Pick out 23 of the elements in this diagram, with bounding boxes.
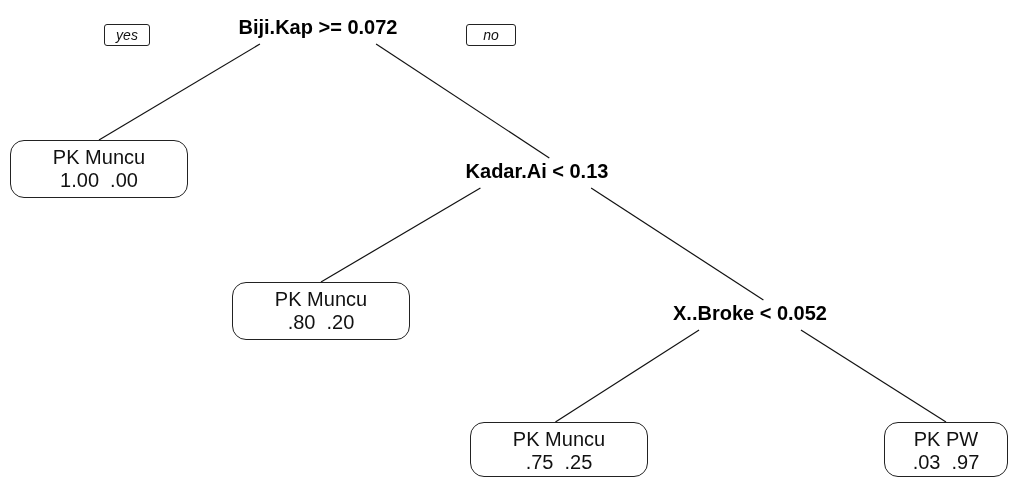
class-label: PK Muncu <box>273 288 369 311</box>
branch-tag: no <box>466 24 516 46</box>
class-probabilities: 1.00 .00 <box>59 169 139 192</box>
class-label: PK PW <box>912 428 980 451</box>
tree-branch-line <box>590 187 764 301</box>
class-probabilities: .75 .25 <box>524 451 594 474</box>
tree-branch-line <box>375 43 550 159</box>
leaf-box <box>232 282 410 340</box>
class-label: PK Muncu <box>51 146 147 169</box>
leaf-box <box>470 422 648 477</box>
leaf-box <box>884 422 1008 477</box>
tree-branch-line <box>800 329 947 423</box>
leaf-box <box>10 140 188 198</box>
split-condition: Biji.Kap >= 0.072 <box>186 14 450 42</box>
class-probabilities: .03 .97 <box>911 451 981 474</box>
split-condition: Kadar.Ai < 0.13 <box>414 158 660 186</box>
branch-tag: yes <box>104 24 150 46</box>
class-label: PK Muncu <box>511 428 607 451</box>
split-condition: X..Broke < 0.052 <box>616 300 884 328</box>
tree-branch-line <box>320 187 482 283</box>
tree-branch-line <box>98 43 261 141</box>
class-probabilities: .80 .20 <box>286 311 356 334</box>
tree-branch-line <box>554 329 700 423</box>
